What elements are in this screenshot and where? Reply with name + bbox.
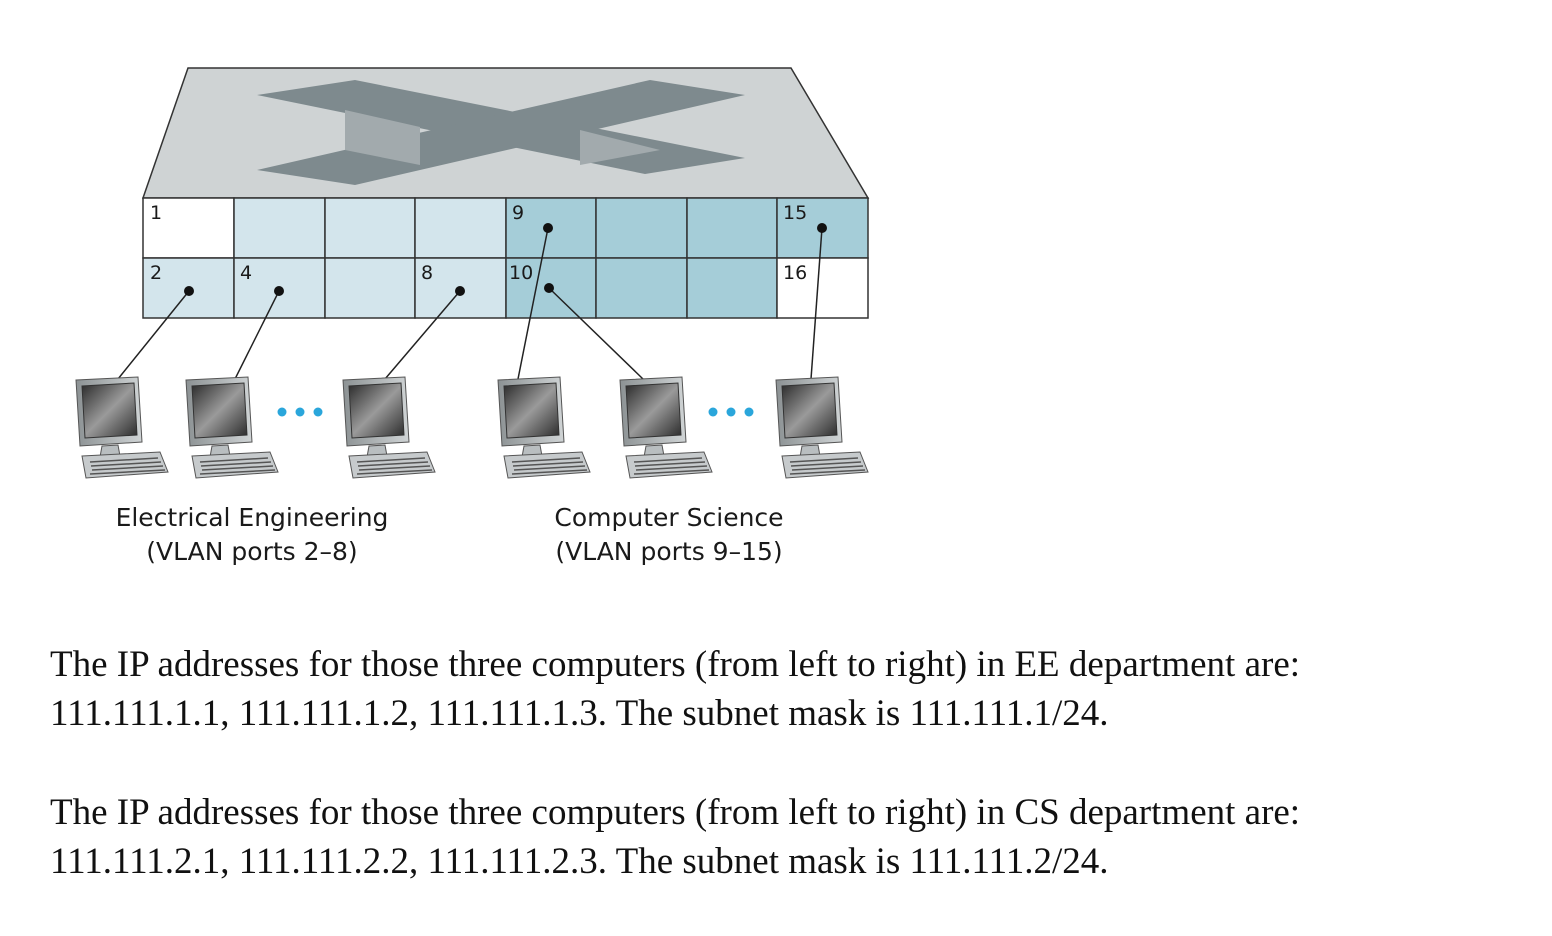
port-label-1: 1 xyxy=(150,202,162,224)
port-label-4: 4 xyxy=(240,262,252,284)
port-label-10: 10 xyxy=(509,262,533,284)
port-label-9: 9 xyxy=(512,202,524,224)
cs-ip-note-line2: 111.111.2.1, 111.111.2.2, 111.111.2.3. T… xyxy=(50,841,1109,882)
port-label-15: 15 xyxy=(783,202,807,224)
port-14 xyxy=(686,257,778,319)
ellipsis-cs xyxy=(708,407,754,417)
cables xyxy=(117,227,823,380)
port-7 xyxy=(414,197,507,259)
ip-notes: The IP addresses for those three compute… xyxy=(50,640,1540,936)
computer-cs-2 xyxy=(619,376,713,479)
switch-port-panel: 1 2 4 8 9 10 15 16 xyxy=(142,197,869,319)
ee-ip-note-line1: The IP addresses for those three compute… xyxy=(50,644,1301,685)
cs-group-ports: (VLAN ports 9–15) xyxy=(555,537,782,566)
vlan-switch-diagram: 1 2 4 8 9 10 15 16 Electrical Engineeri xyxy=(75,67,870,566)
port-label-2: 2 xyxy=(150,262,162,284)
port-11 xyxy=(595,197,688,259)
port-connection-dots xyxy=(184,223,827,296)
cable-port-8 xyxy=(384,290,461,380)
computer-ee-3 xyxy=(342,376,436,479)
port-13 xyxy=(686,197,778,259)
computer-cs-3 xyxy=(775,376,869,479)
cable-port-15 xyxy=(810,227,823,380)
computer-cs-1 xyxy=(497,376,591,479)
port-12 xyxy=(595,257,688,319)
cable-port-10 xyxy=(548,287,644,380)
ee-group-ports: (VLAN ports 2–8) xyxy=(146,537,357,566)
port-1 xyxy=(142,197,235,259)
port-3 xyxy=(233,197,326,259)
ellipsis-ee xyxy=(277,407,323,417)
cable-port-9 xyxy=(517,227,549,380)
port-16 xyxy=(776,257,869,319)
ee-group-name: Electrical Engineering xyxy=(116,503,389,532)
cs-ip-note-line1: The IP addresses for those three compute… xyxy=(50,792,1301,833)
port-label-16: 16 xyxy=(783,262,807,284)
port-5 xyxy=(324,197,416,259)
cs-group-name: Computer Science xyxy=(554,503,783,532)
cable-port-2 xyxy=(117,290,190,380)
switch-x-emblem xyxy=(257,80,745,185)
port-label-8: 8 xyxy=(421,262,433,284)
cs-ip-note: The IP addresses for those three compute… xyxy=(50,788,1540,886)
cable-port-4 xyxy=(234,290,280,380)
computer-ee-1 xyxy=(75,376,169,479)
ee-ip-note-line2: 111.111.1.1, 111.111.1.2, 111.111.1.3. T… xyxy=(50,693,1109,734)
port-6 xyxy=(324,257,416,319)
ee-ip-note: The IP addresses for those three compute… xyxy=(50,640,1540,738)
computer-ee-2 xyxy=(185,376,279,479)
